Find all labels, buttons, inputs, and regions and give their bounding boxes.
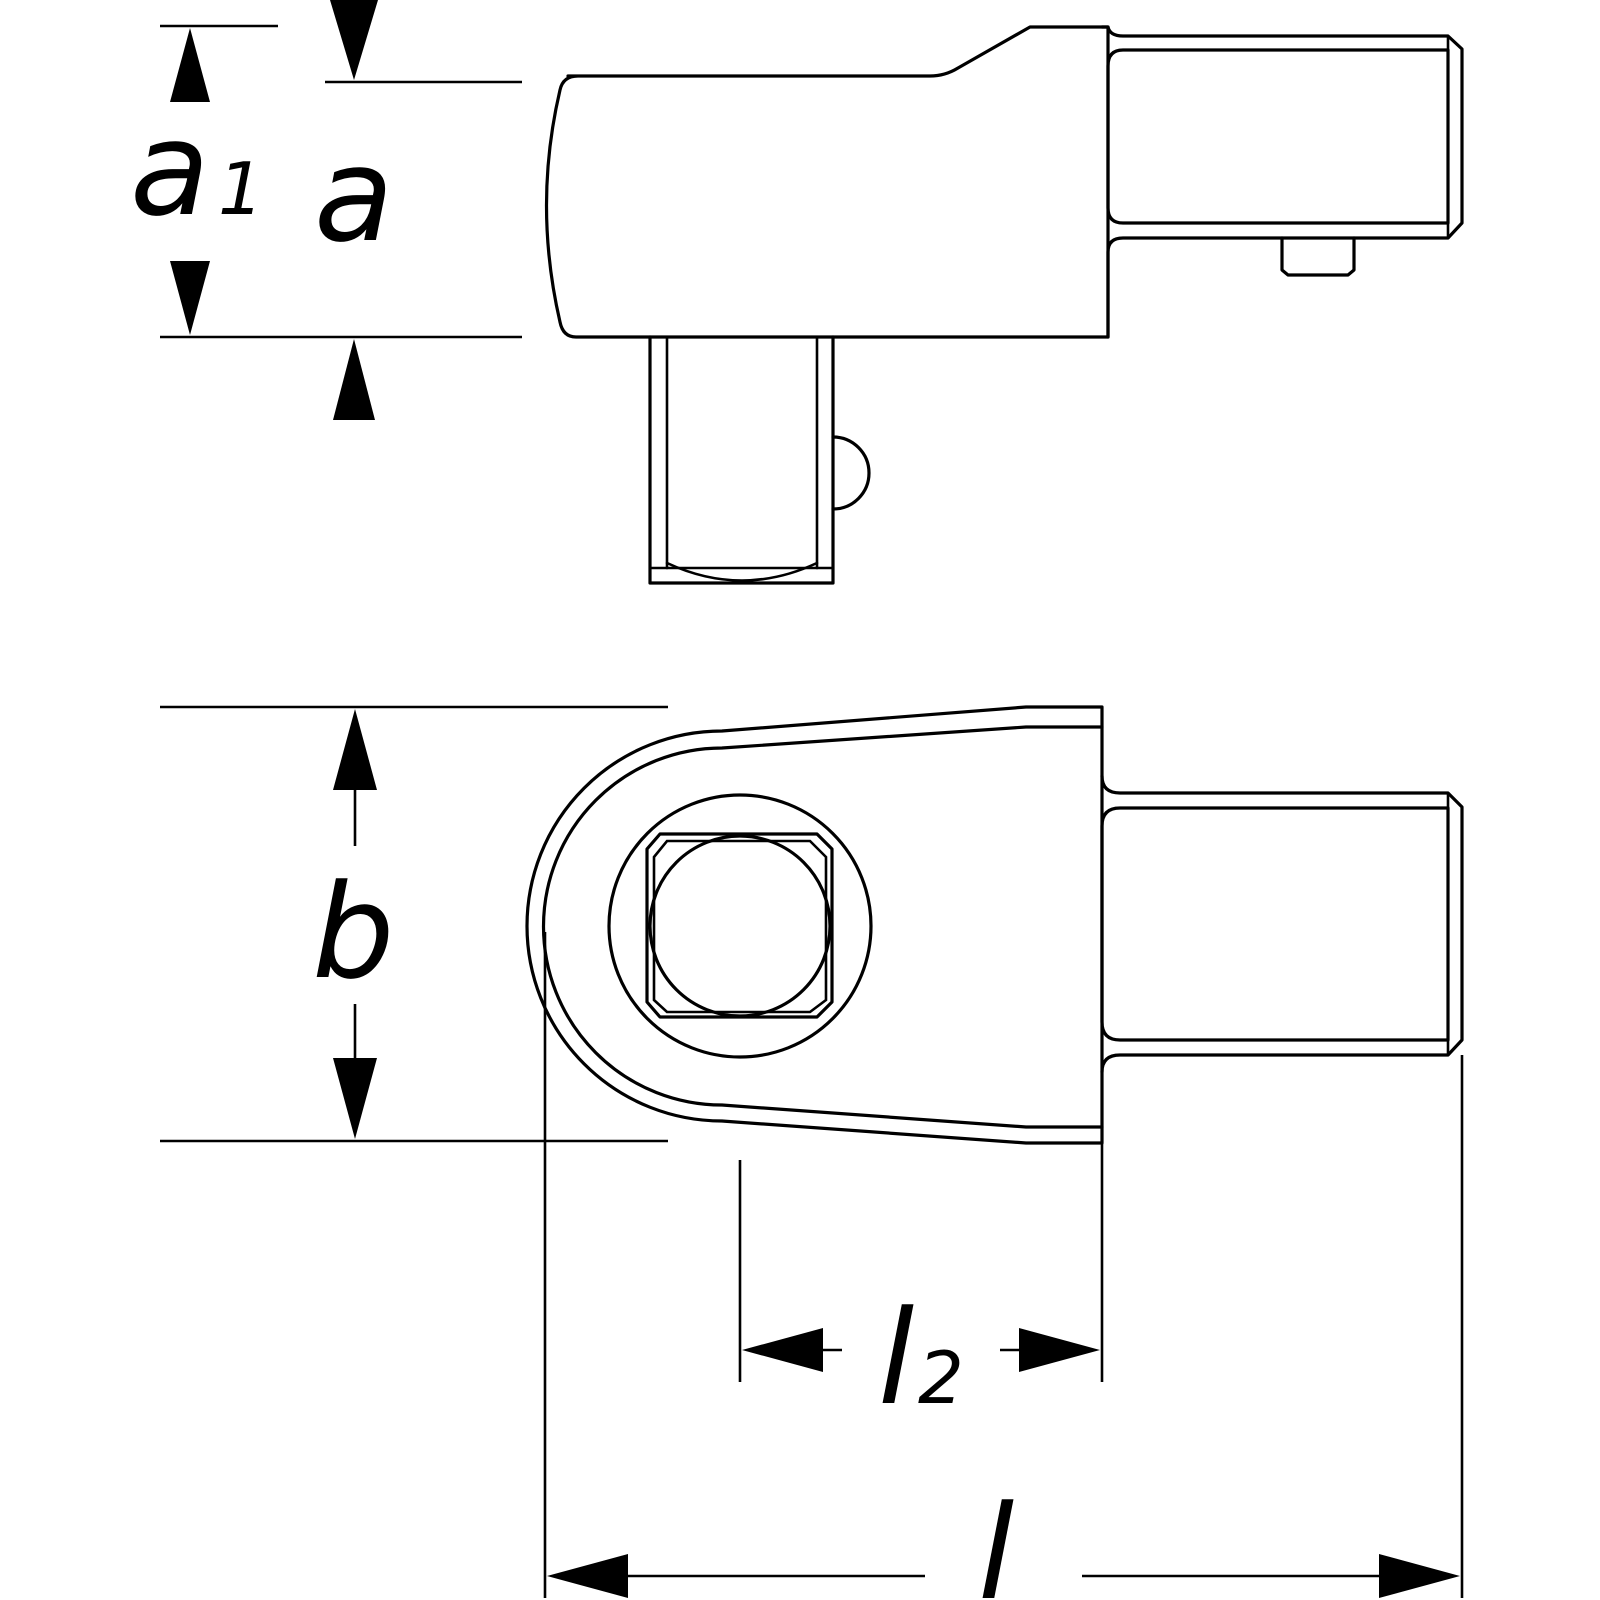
label-l2-sub: 2 [918,1336,964,1420]
side-view-body [544,25,1110,339]
top-view-ring [607,793,873,1059]
label-l: l [978,1477,1014,1600]
label-a1-sub: 1 [218,147,264,231]
top-view-shank-inner [1100,806,1450,1042]
dimension-a: a [314,0,522,420]
side-view-detent-ball [831,435,871,511]
top-view-head-inner [541,725,1104,1129]
side-view-locking-pin [1280,236,1356,277]
top-view-head-outer [525,705,1104,1145]
side-view [544,25,1464,585]
side-view-shank [1100,25,1464,339]
dimension-b: b [160,705,668,1143]
top-view [525,705,1464,1145]
label-a: a [314,119,394,271]
top-view-square-drive-circle [648,834,832,1018]
dimension-l2: l 2 [738,1143,1104,1434]
label-a1-main: a [130,93,210,245]
label-l2-main: l [878,1282,914,1434]
side-view-shank-inner [1106,48,1450,225]
top-view-shank [1100,774,1464,1074]
dimension-a1: a 1 [130,24,522,339]
label-b: b [312,856,395,1008]
side-view-square-drive [648,335,871,585]
top-view-square-drive [645,832,834,1019]
dimension-l: l [543,932,1464,1600]
